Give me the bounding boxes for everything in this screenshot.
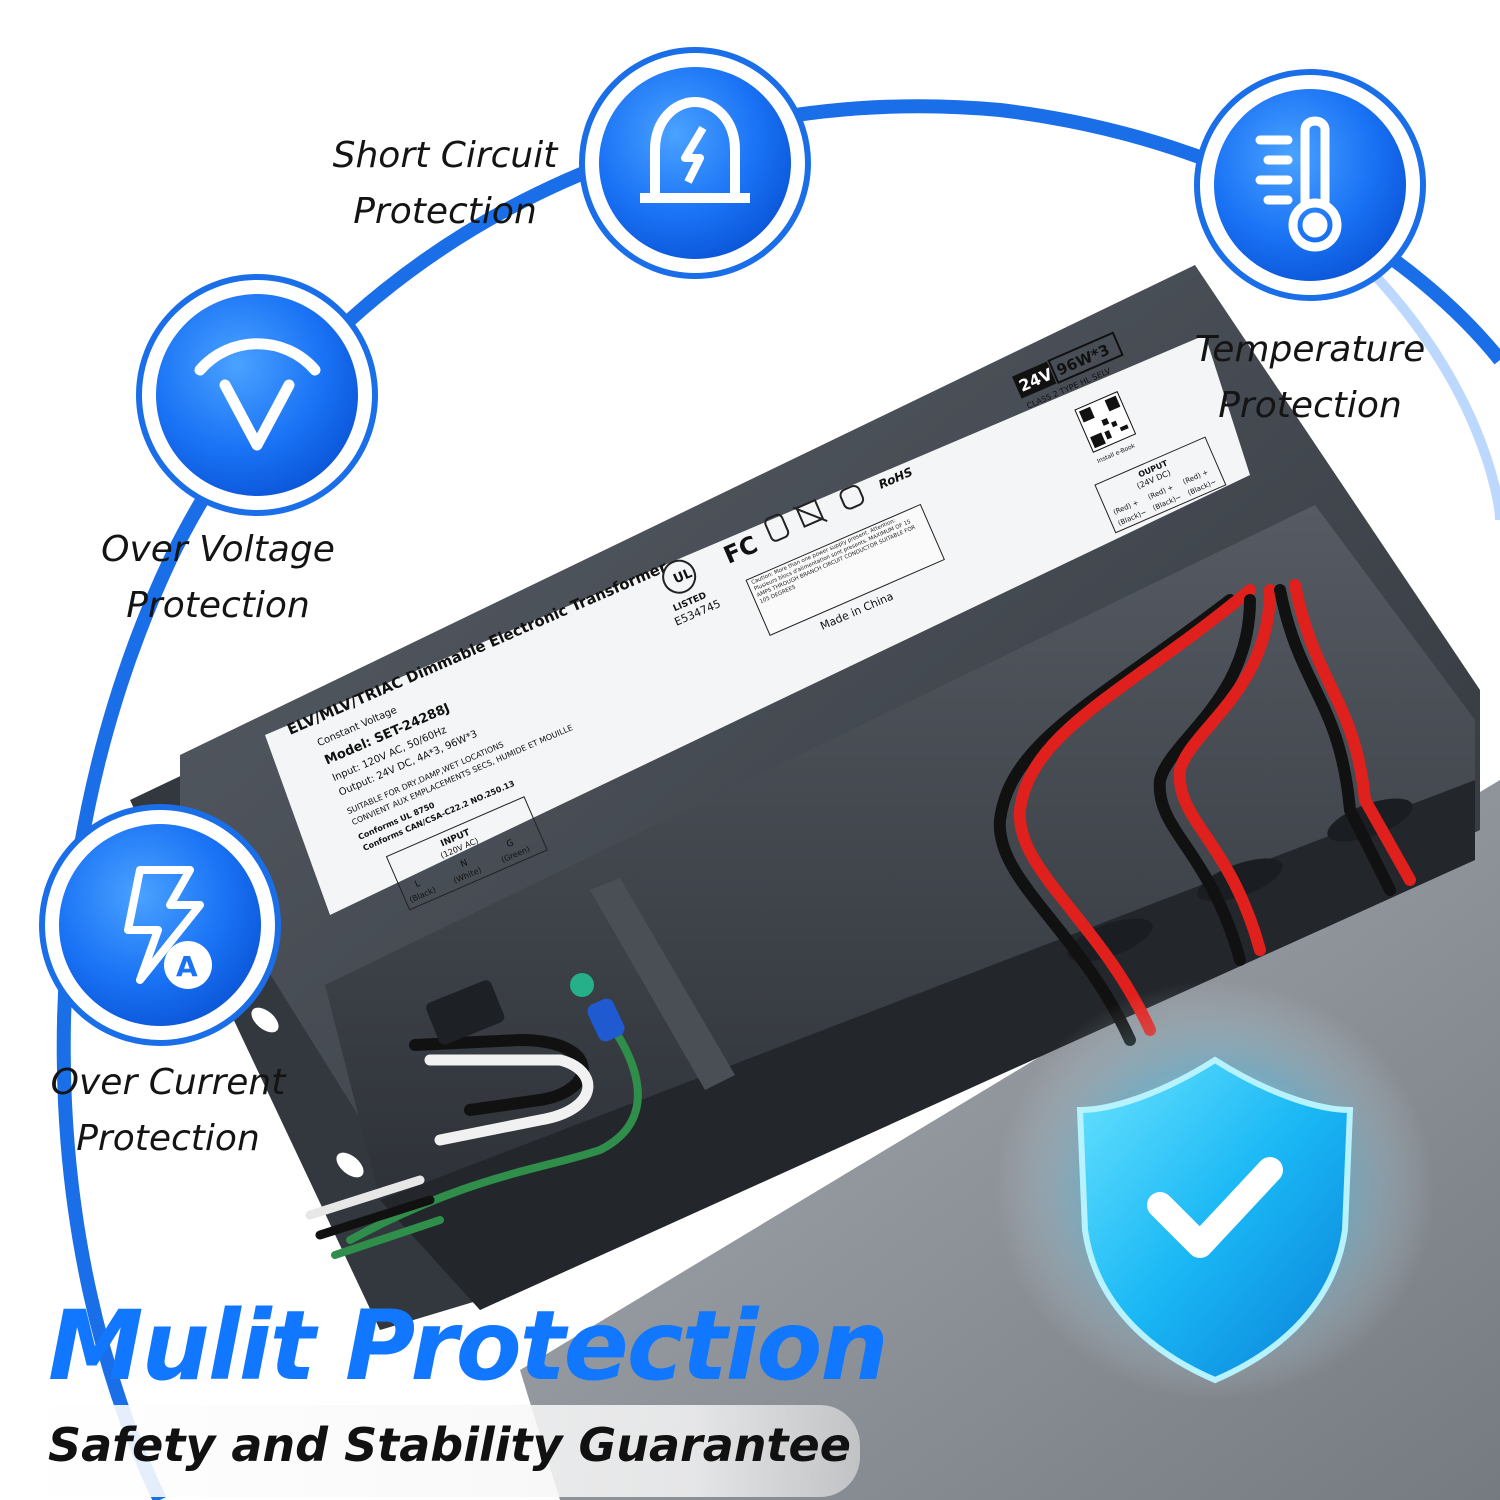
class2-mark-icon <box>839 485 865 510</box>
over-current-badge: A <box>39 804 281 1046</box>
short-circuit-badge <box>579 47 811 279</box>
caution-sticker <box>745 503 945 636</box>
input-col-n: N <box>459 858 469 870</box>
feature-line1: Over Voltage <box>101 529 335 570</box>
hero-subtitle: Safety and Stability Guarantee <box>48 1418 851 1472</box>
feature-line2: Protection <box>76 1118 260 1159</box>
terminal-block <box>426 980 505 1045</box>
weee-bin-icon <box>795 498 825 528</box>
transformer-housing <box>180 265 1480 1310</box>
over-voltage-badge <box>136 274 378 516</box>
tray-divider <box>590 878 735 1090</box>
svg-text:A: A <box>176 950 198 983</box>
knockout-hole <box>1067 918 1153 962</box>
subtitle-backdrop <box>20 1405 860 1497</box>
feature-line1: Over Current <box>50 1062 286 1103</box>
wet-location-icon <box>764 513 790 542</box>
input-col-g: G <box>505 838 515 850</box>
feature-label-over-current: Over Current Protection <box>28 1055 308 1167</box>
tray-cavity <box>325 505 1475 1245</box>
feature-line1: Short Circuit <box>332 135 558 176</box>
feature-label-temperature: Temperature Protection <box>1175 322 1445 434</box>
orbit-ring-faint <box>1356 256 1500 521</box>
voltage-v-icon <box>194 338 321 451</box>
wire-connector <box>570 973 625 1042</box>
feature-line2: Protection <box>1218 385 1402 426</box>
temperature-badge <box>1194 69 1426 301</box>
feature-label-short-circuit: Short Circuit Protection <box>310 128 580 240</box>
tray-front-wall <box>380 780 1475 1310</box>
spec-label-plate <box>265 335 1250 915</box>
current-bolt-a-icon: A <box>124 866 212 989</box>
input-box <box>385 796 548 911</box>
input-col-l: L <box>413 879 422 890</box>
feature-line1: Temperature <box>1194 329 1426 370</box>
thermometer-icon <box>1255 116 1342 252</box>
input-wires <box>305 1006 642 1259</box>
feature-line2: Protection <box>353 191 537 232</box>
shield-check-icon <box>995 980 1435 1400</box>
alarm-bolt-icon <box>640 97 750 203</box>
output-wires <box>993 579 1416 1046</box>
ul-mark-icon <box>662 559 697 594</box>
hero-title: Mulit Protection <box>48 1290 889 1402</box>
feature-label-over-voltage: Over Voltage Protection <box>78 522 358 634</box>
feature-line2: Protection <box>126 585 310 626</box>
svg-text:UL: UL <box>671 566 694 587</box>
